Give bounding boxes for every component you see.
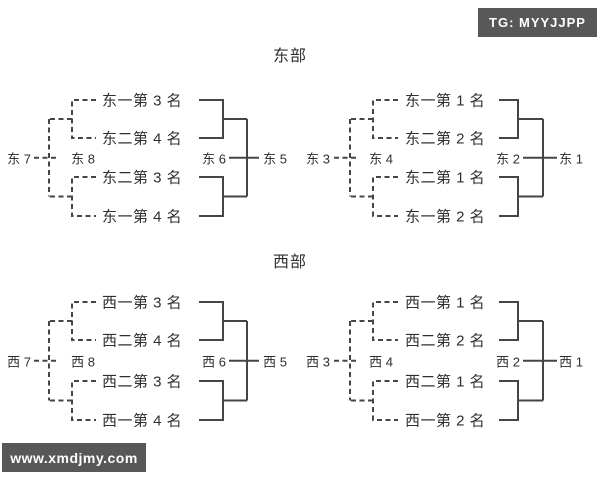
tg-watermark-badge: TG: MYYJJPP — [478, 8, 597, 37]
website-watermark-badge: www.xmdjmy.com — [2, 443, 146, 472]
team-slot-west-right-4: 西一第 2 名 — [405, 412, 486, 430]
match-label-west-8: 西 8 — [71, 354, 95, 370]
solid-bracket-lines — [199, 99, 557, 421]
team-slot-east-right-3: 东二第 1 名 — [405, 169, 486, 187]
team-slot-west-left-3: 西二第 3 名 — [102, 373, 183, 391]
dashed-bracket-lines — [34, 99, 398, 421]
team-slot-west-left-1: 西一第 3 名 — [102, 294, 183, 312]
match-label-east-2: 东 2 — [496, 151, 520, 167]
team-slot-east-left-4: 东一第 4 名 — [102, 208, 183, 226]
match-label-west-6: 西 6 — [202, 354, 226, 370]
match-label-east-4: 东 4 — [369, 151, 393, 167]
team-slot-east-left-1: 东一第 3 名 — [102, 92, 183, 110]
match-label-east-7: 东 7 — [7, 151, 31, 167]
match-label-west-3: 西 3 — [306, 354, 330, 370]
team-slot-west-left-4: 西一第 4 名 — [102, 412, 183, 430]
match-label-west-7: 西 7 — [7, 354, 31, 370]
team-slot-west-right-2: 西二第 2 名 — [405, 332, 486, 350]
team-slot-east-right-1: 东一第 1 名 — [405, 92, 486, 110]
match-label-west-5: 西 5 — [263, 354, 287, 370]
team-slot-west-right-3: 西二第 1 名 — [405, 373, 486, 391]
match-label-east-5: 东 5 — [263, 151, 287, 167]
team-slot-east-left-2: 东二第 4 名 — [102, 130, 183, 148]
match-label-west-4: 西 4 — [369, 354, 393, 370]
match-label-east-1: 东 1 — [559, 151, 583, 167]
team-slot-east-right-4: 东一第 2 名 — [405, 208, 486, 226]
team-slot-east-right-2: 东二第 2 名 — [405, 130, 486, 148]
match-label-east-8: 东 8 — [71, 151, 95, 167]
match-label-east-6: 东 6 — [202, 151, 226, 167]
team-slot-west-right-1: 西一第 1 名 — [405, 294, 486, 312]
team-slot-west-left-2: 西二第 4 名 — [102, 332, 183, 350]
match-label-east-3: 东 3 — [306, 151, 330, 167]
west-conference-title: 西部 — [272, 254, 308, 271]
east-conference-title: 东部 — [272, 48, 308, 65]
team-slot-east-left-3: 东二第 3 名 — [102, 169, 183, 187]
match-label-west-1: 西 1 — [559, 354, 583, 370]
match-label-west-2: 西 2 — [496, 354, 520, 370]
